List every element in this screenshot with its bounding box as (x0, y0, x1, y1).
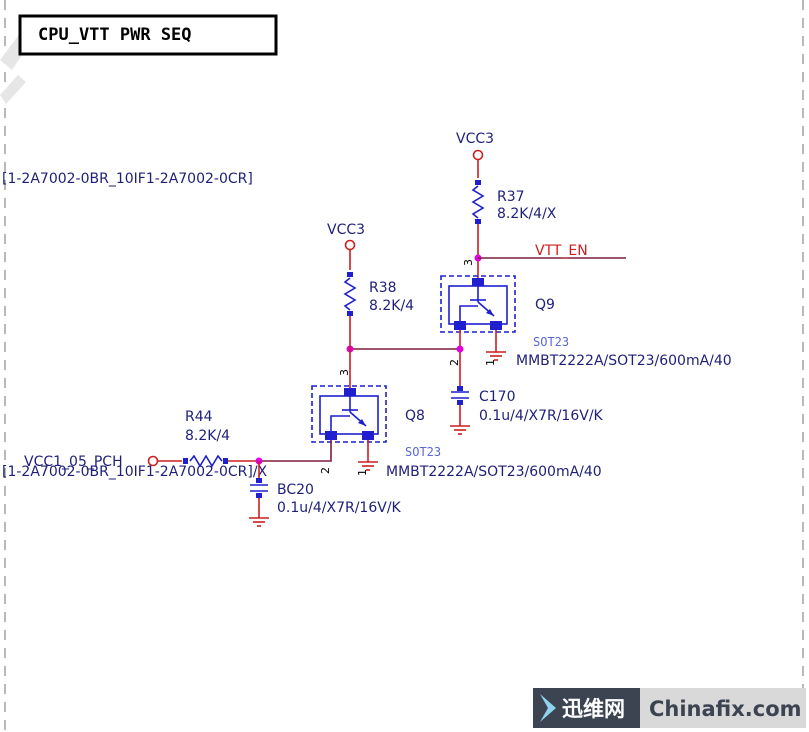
c170-ref: C170 (479, 389, 516, 405)
q8-pin2: 2 (319, 467, 332, 474)
bc20-value: 0.1u/4/X7R/16V/K (277, 500, 402, 516)
r37-pad-bottom (475, 219, 481, 224)
resistor-r37-symbol (471, 185, 485, 219)
q8-emitter-arrow (358, 419, 366, 426)
q9-part: MMBT2222A/SOT23/600mA/40 (516, 353, 732, 369)
q9-pin1: 1 (484, 359, 497, 366)
bc20-ref: BC20 (277, 482, 314, 498)
bc20-pad-bottom (256, 493, 262, 498)
title-text: CPU_VTT PWR SEQ (38, 25, 192, 45)
left-label-top: [1-2A7002-0BR_10IF1-2A7002-0CR] (2, 171, 253, 187)
net-vcc1-05-pch: VCC1_05_PCH (24, 454, 123, 470)
r37-ref: R37 (497, 189, 525, 205)
r38-value: 8.2K/4 (369, 298, 414, 314)
r44-value: 8.2K/4 (185, 428, 230, 444)
title-box (18, 14, 278, 56)
power-port-vcc1-05 (147, 455, 159, 467)
q9-pad-collector (472, 278, 484, 286)
r38-pad-top (347, 272, 353, 277)
q8-package: SOT23 (405, 445, 441, 459)
q8-body (319, 395, 379, 435)
q8-pad-base (325, 431, 337, 440)
junction-q9-base (456, 345, 464, 353)
r44-pad-left (183, 458, 188, 464)
watermark-logo-icon (540, 694, 556, 722)
q9-package-outline (440, 275, 516, 333)
r44-ref: R44 (185, 409, 213, 425)
q9-pad-base (454, 321, 466, 330)
wire-q8-base (259, 440, 332, 462)
power-port-vcc3-top (472, 149, 484, 161)
q8-pin3: 3 (338, 369, 351, 376)
q8-ref: Q8 (405, 408, 425, 424)
power-port-vcc3-left (344, 239, 356, 251)
watermark-en: Chinafix.com (649, 697, 802, 721)
c170-pad-top (457, 386, 463, 391)
q8-package-outline (311, 385, 387, 443)
q8-base-lead (330, 415, 350, 431)
net-vcc3-top: VCC3 (456, 131, 494, 147)
q8-pin1: 1 (356, 469, 369, 476)
r44-pad-right (223, 458, 228, 464)
r38-ref: R38 (369, 280, 397, 296)
watermark-en-bg (640, 688, 806, 728)
net-vcc3-left: VCC3 (327, 222, 365, 238)
q9-ref: Q9 (535, 297, 555, 313)
q8-pad-collector (344, 388, 356, 396)
left-label-bottom: [1-2A7002-0BR_10IF1-2A7002-0CR]/X (2, 464, 268, 480)
q8-pad-emitter (362, 431, 374, 440)
q9-pin3: 3 (462, 259, 475, 266)
q9-pin2: 2 (448, 359, 461, 366)
r38-pad-bottom (347, 311, 353, 316)
watermark-cn: 迅维网 (562, 697, 625, 721)
q9-base-lead (459, 305, 478, 321)
q8-part: MMBT2222A/SOT23/600mA/40 (386, 464, 602, 480)
net-vtt-en: VTT_EN (535, 243, 588, 259)
q9-pad-emitter (490, 321, 502, 330)
bc20-pad-top (256, 478, 262, 483)
c170-value: 0.1u/4/X7R/16V/K (479, 408, 604, 424)
r37-value: 8.2K/4/X (497, 206, 557, 222)
r37-pad-top (475, 180, 481, 185)
resistor-r38-symbol (343, 277, 357, 311)
c170-pad-bottom (457, 400, 463, 405)
q9-package: SOT23 (533, 335, 569, 349)
watermark: 迅维网 Chinafix.com (533, 688, 806, 728)
resistor-r44-symbol (189, 454, 223, 468)
q9-emitter-arrow (486, 309, 494, 316)
